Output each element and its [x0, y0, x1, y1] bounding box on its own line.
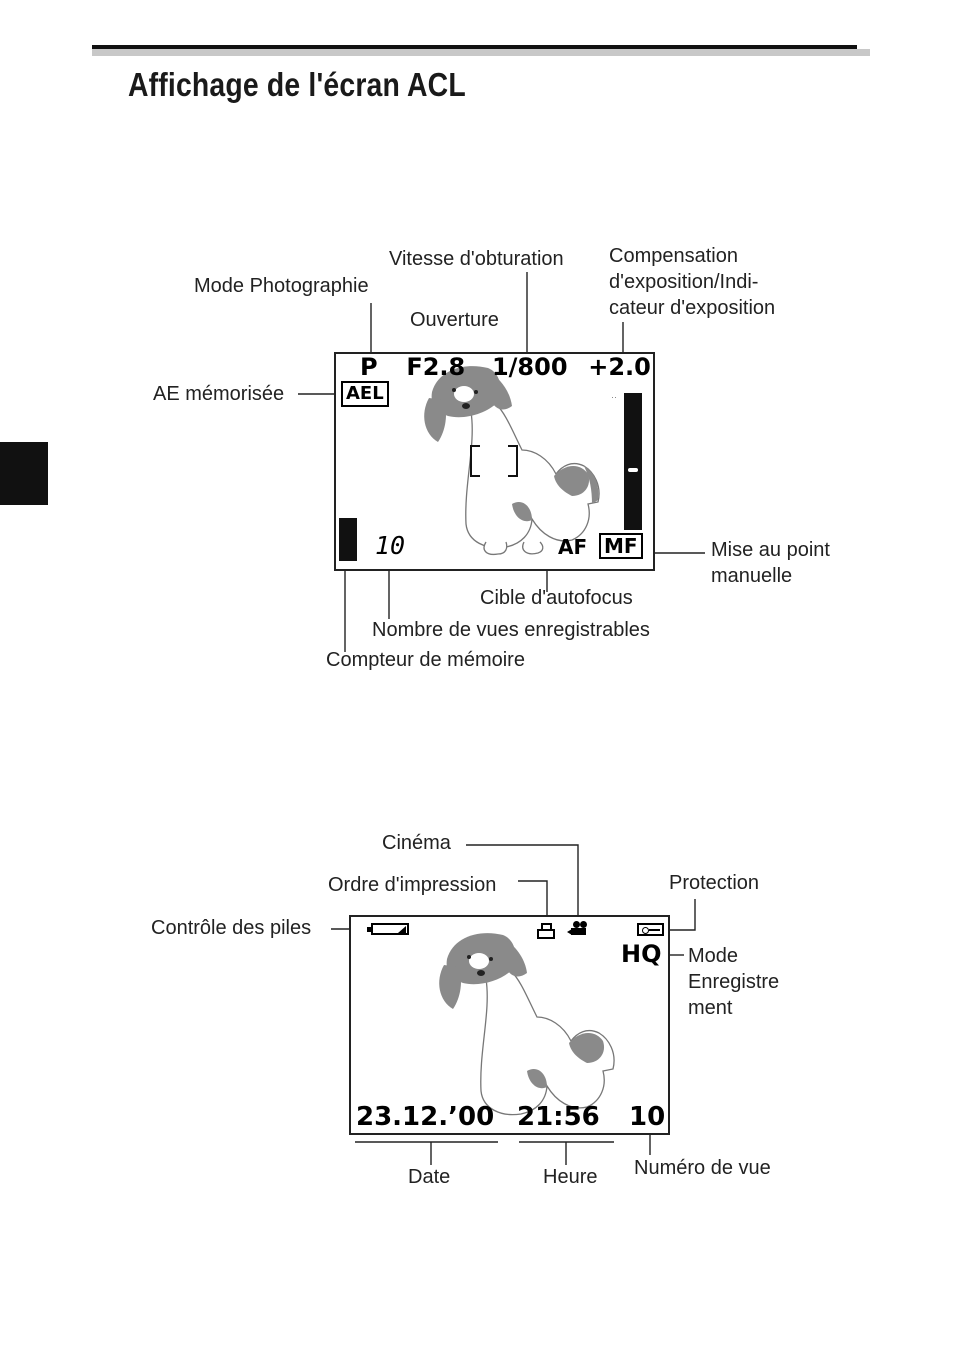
- af-indicator: AF: [558, 535, 588, 559]
- shutter-speed-value: 1/800: [491, 353, 568, 381]
- lcd-shooting-screen: ··: [334, 352, 655, 571]
- header-rule: [92, 45, 857, 49]
- label-protect: Protection: [669, 872, 760, 894]
- label-shutter-speed: Vitesse d'obturation: [389, 248, 564, 270]
- label-manual-focus-1: Mise au point: [711, 539, 830, 561]
- date-value: 23.12.’00: [356, 1102, 495, 1132]
- label-manual-focus-2: manuelle: [711, 565, 793, 587]
- label-record-mode-2: Enregistre: [688, 971, 780, 993]
- label-record-mode-3: ment: [688, 997, 733, 1019]
- label-battery: Contrôle des piles: [151, 917, 312, 939]
- lcd-top-readout: P F2.8 1/800 +2.0: [360, 352, 651, 382]
- label-frame-number: Numéro de vue: [634, 1157, 771, 1179]
- memory-gauge: [339, 518, 357, 561]
- movie-camera-icon: [567, 921, 591, 937]
- frame-number-value: 10: [629, 1102, 666, 1132]
- exposure-comp-value: +2.0: [588, 353, 651, 381]
- label-exposure-comp-2: d'exposition/Indi-: [609, 271, 759, 293]
- frames-remaining-value: 10: [375, 531, 406, 560]
- page-title: Affichage de l'écran ACL: [128, 66, 466, 103]
- label-exposure-comp-3: cateur d'exposition: [609, 297, 776, 319]
- label-ae-lock: AE mémorisée: [153, 383, 285, 405]
- dog-illustration: [424, 366, 600, 556]
- exposure-indicator-bar: [624, 393, 642, 530]
- exposure-scale-tick: ··: [611, 392, 617, 402]
- battery-icon: [367, 923, 409, 935]
- record-quality-value: HQ: [621, 940, 662, 968]
- af-target-bracket-right: [508, 445, 518, 477]
- protect-key-icon: [637, 923, 664, 936]
- label-memory-gauge: Compteur de mémoire: [326, 649, 525, 671]
- label-date: Date: [408, 1166, 451, 1188]
- ael-indicator: AEL: [341, 381, 389, 407]
- label-print-order: Ordre d'impression: [328, 874, 497, 896]
- label-exposure-comp-1: Compensation: [609, 245, 738, 267]
- aperture-value: F2.8: [406, 353, 466, 381]
- label-frames-recordable: Nombre de vues enregistrables: [372, 619, 650, 641]
- label-movie: Cinéma: [382, 832, 451, 854]
- chapter-tab: [0, 442, 48, 505]
- exposure-indicator-marker: [628, 468, 638, 472]
- mf-indicator: MF: [599, 533, 643, 559]
- label-record-mode-1: Mode: [688, 945, 739, 967]
- label-time: Heure: [543, 1166, 598, 1188]
- label-shooting-mode: Mode Photographie: [194, 275, 369, 297]
- time-value: 21:56: [517, 1102, 600, 1132]
- label-aperture: Ouverture: [410, 309, 499, 331]
- af-target-bracket-left: [470, 445, 480, 477]
- dog-illustration-playback: [439, 933, 615, 1116]
- header-rule-shadow: [92, 49, 870, 56]
- print-order-icon: [537, 923, 555, 939]
- shooting-mode-value: P: [360, 353, 378, 381]
- lcd-playback-screen: [349, 915, 670, 1135]
- label-af-target: Cible d'autofocus: [480, 587, 633, 609]
